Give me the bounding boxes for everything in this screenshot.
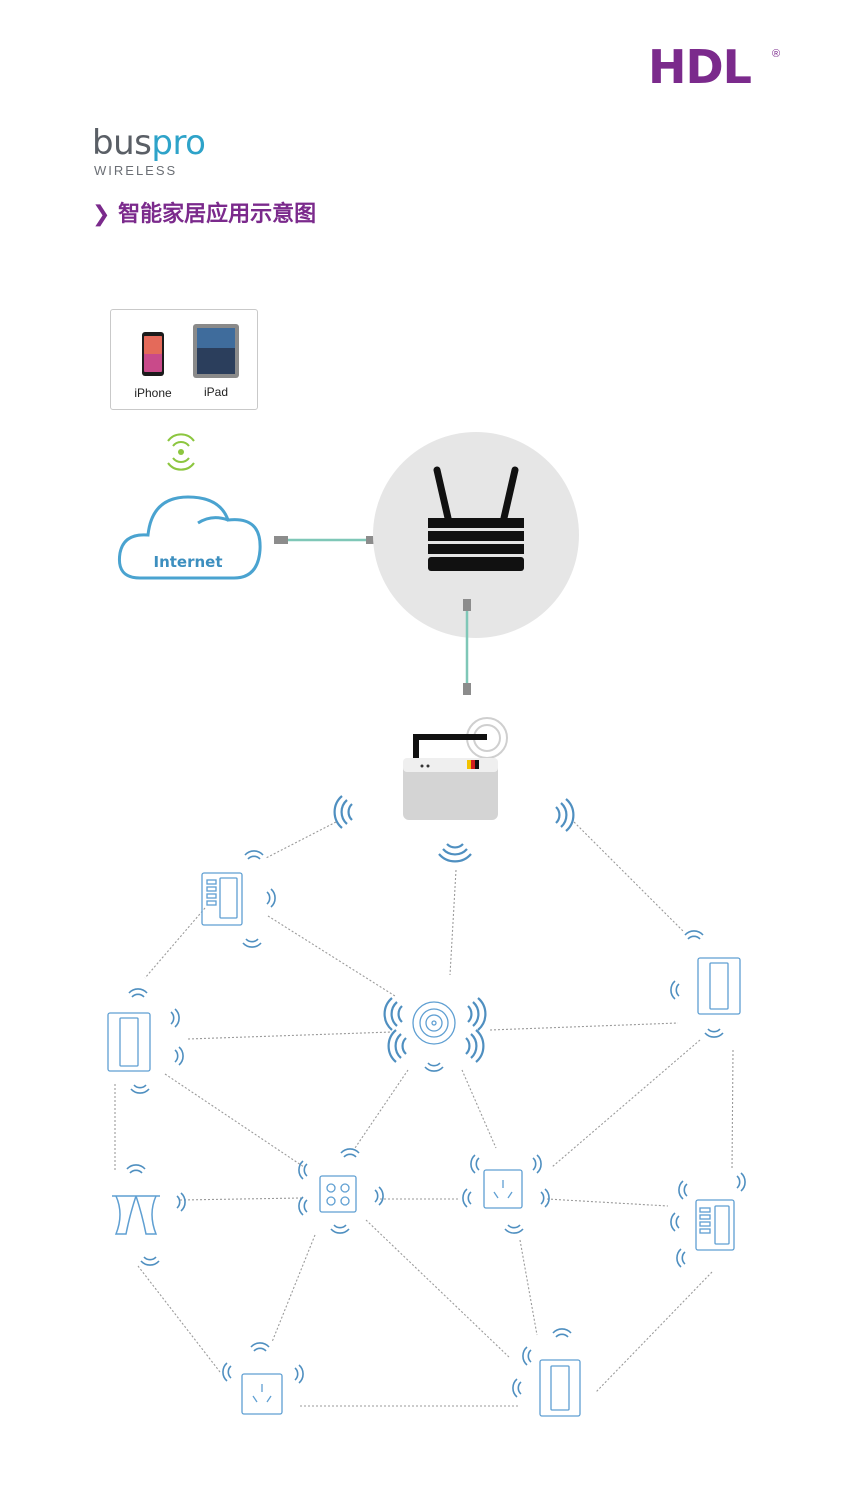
buspro-logo: buspro [92,123,206,163]
title-marker-icon: ❯ [92,202,111,227]
product-tagline: WIRELESS [94,163,178,178]
panel-switch-signal-icon [266,888,276,908]
scene-button-signal-icon [130,1084,150,1094]
socket-icon [483,1169,523,1209]
socket-icon [241,1373,283,1415]
scene-button-signal-icon [128,988,148,998]
panel-switch-signal-icon [244,850,264,860]
scene-button-signal-icon [374,1186,384,1206]
panel-switch-signal-icon [552,1328,572,1338]
hdl-logo: HDL [648,40,752,94]
mesh-links [114,821,734,1407]
panel-switch-icon [539,1359,581,1417]
cloud-port [274,536,288,544]
diagram-title: ❯ 智能家居应用示意图 [92,196,316,228]
ipad-icon [193,324,239,378]
panel-switch-signal-icon [242,938,262,948]
scene-button-icon [319,1175,357,1213]
router-icon [428,466,524,571]
sensor-signal-icon [387,1028,408,1064]
panel-switch-signal-icon [522,1346,532,1366]
buspro-logo-part1: bus [92,123,152,163]
curtain-signal-icon [126,1164,146,1174]
curtain-signal-icon [176,1192,186,1212]
panel-switch-icon [201,872,243,926]
socket-signal-icon [504,1224,524,1234]
panel-switch-signal-icon [736,1172,746,1192]
socket-signal-icon [222,1362,232,1382]
scene-button-signal-icon [174,1046,184,1066]
sensor-signal-icon [383,996,404,1032]
panel-switch-icon [695,1199,735,1251]
wireless-gateway-icon [403,717,508,820]
socket-signal-icon [532,1154,542,1174]
panel-switch-signal-icon [670,980,680,1000]
iphone-label: iPhone [134,386,172,400]
wifi-signal-icon [167,433,195,471]
sensor-signal-icon [464,1028,485,1064]
cloud-label: Internet [153,553,222,571]
socket-signal-icon [540,1188,550,1208]
panel-switch-signal-icon [684,930,704,940]
mobile-devices-box [110,309,258,410]
gateway-signal-down-icon [437,842,473,863]
registered-mark: ® [772,48,781,60]
panel-switch-signal-icon [670,1212,680,1232]
panel-switch-signal-icon [704,1028,724,1038]
ipad-label: iPad [204,385,228,399]
panel-switch-icon [697,957,741,1015]
scene-button-icon [107,1012,151,1072]
socket-signal-icon [470,1154,480,1174]
sensor-signal-icon [466,996,487,1032]
scene-button-signal-icon [298,1160,308,1180]
buspro-logo-part2: pro [151,123,206,163]
scene-button-signal-icon [298,1196,308,1216]
router-port-left [366,536,380,544]
diagram-title-text: 智能家居应用示意图 [118,202,317,227]
iphone-icon [142,332,164,376]
sensor-icon [412,1001,456,1045]
socket-signal-icon [462,1188,472,1208]
gateway-signal-left-icon [333,794,354,830]
panel-switch-signal-icon [512,1378,522,1398]
cloud-icon [117,495,262,580]
scene-button-signal-icon [330,1224,350,1234]
sensor-signal-icon [424,1062,444,1072]
gateway-port [463,683,471,695]
socket-signal-icon [250,1342,270,1352]
panel-switch-signal-icon [678,1180,688,1200]
curtain-signal-icon [140,1256,160,1266]
socket-signal-icon [294,1364,304,1384]
scene-button-signal-icon [170,1008,180,1028]
curtain-icon [112,1195,160,1235]
scene-button-signal-icon [340,1148,360,1158]
panel-switch-signal-icon [676,1248,686,1268]
gateway-signal-right-icon [554,797,575,833]
router-port-bottom [463,599,471,611]
